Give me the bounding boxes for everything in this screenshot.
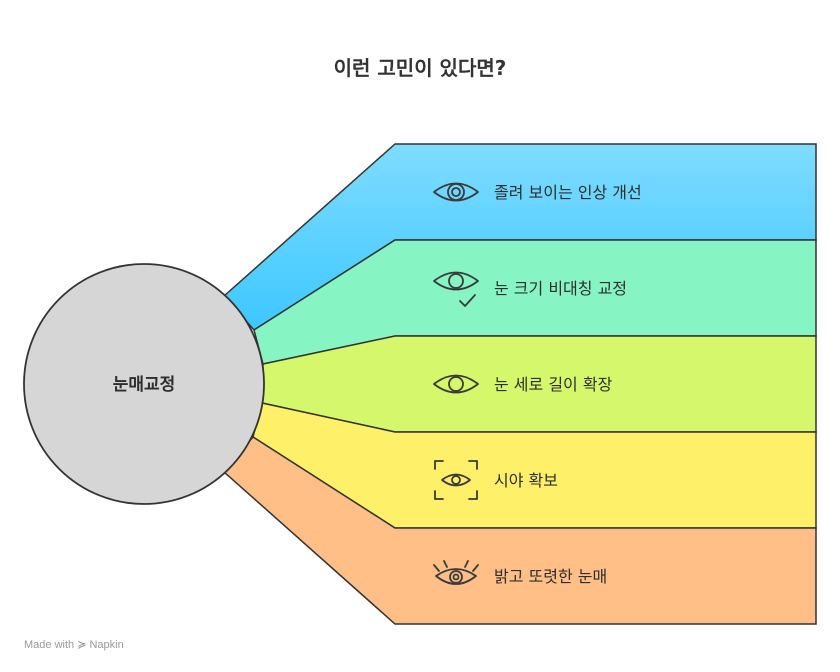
eye-icon bbox=[433, 374, 479, 394]
branch-label-4: 시야 확보 bbox=[494, 471, 558, 490]
center-node bbox=[23, 263, 265, 505]
branch-label-3: 눈 세로 길이 확장 bbox=[494, 375, 613, 394]
eye-check-icon bbox=[433, 271, 479, 307]
branch-label-1: 졸려 보이는 인상 개선 bbox=[494, 183, 642, 202]
credit-prefix: Made with bbox=[24, 639, 75, 651]
diagram-title: 이런 고민이 있다면? bbox=[333, 56, 507, 80]
branch-label-5: 밝고 또렷한 눈매 bbox=[494, 567, 607, 586]
napkin-logo-icon: ≽ bbox=[77, 639, 87, 651]
eye-lashes-icon bbox=[433, 560, 479, 585]
eye-circle-icon bbox=[433, 182, 479, 202]
eye-focus-frame-icon bbox=[434, 460, 478, 500]
center-label: 눈매교정 bbox=[113, 375, 176, 395]
branch-label-2: 눈 크기 비대칭 교정 bbox=[494, 279, 627, 298]
credit-brand: Napkin bbox=[89, 639, 124, 651]
napkin-credit: Made with ≽ Napkin bbox=[24, 638, 124, 651]
